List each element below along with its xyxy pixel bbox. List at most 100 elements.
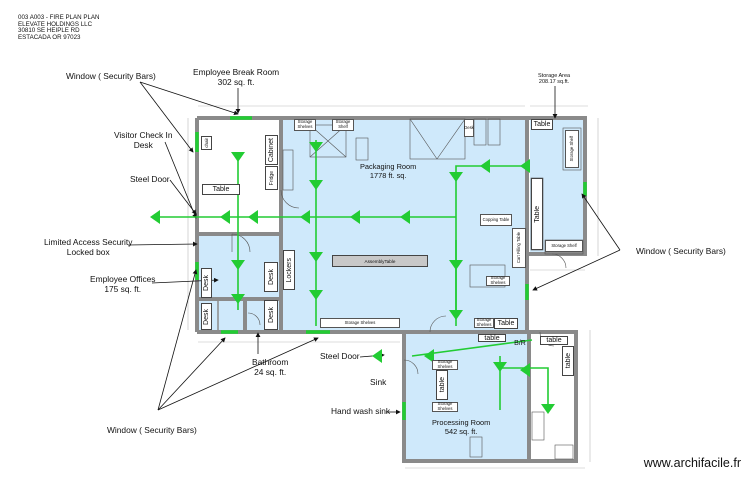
shelves-label: Storage Shelves <box>437 359 453 369</box>
table-processing-vertical: table <box>436 370 448 400</box>
table-right-room-vertical: table <box>562 346 574 376</box>
copping-table: Copping Table <box>480 214 512 226</box>
offices-line-1: Employee Offices <box>90 274 156 284</box>
desk-label: Desk <box>267 269 275 285</box>
break-room-area: 302 sq. ft. <box>217 76 255 87</box>
storage-area-size: 208.17 sq.ft. <box>538 79 570 85</box>
shelves-label: Storage Shelves <box>476 317 492 327</box>
storage-shelf: Storage Shelf <box>545 240 583 252</box>
storage-area-label: Storage Area 208.17 sq.ft. <box>538 73 570 85</box>
watermark: www.archifacile.fr <box>643 456 741 470</box>
shelves-label: Storage Shelves <box>437 401 453 411</box>
table-label: Table <box>497 320 515 327</box>
storage-shelf: Storage Shelf <box>565 130 579 168</box>
cabinet: Cabinet <box>265 135 278 165</box>
copping-label: Copping Table <box>482 216 510 222</box>
employee-offices-label: Employee Offices 175 sq. ft. <box>90 274 156 294</box>
desk-office-2: Desk <box>264 262 278 292</box>
storage-shelves: Storage Shelves <box>320 318 400 328</box>
processing-name: Processing Room <box>432 418 491 427</box>
cart-filling-table: Cart Filling Table <box>512 228 526 268</box>
visitor-line-1: Visitor Check In <box>114 130 173 140</box>
steel-door-left-label: Steel Door <box>130 174 170 184</box>
shelves-label: Storage Shelves <box>297 119 313 129</box>
shelf-label: Storage Shelf <box>335 119 351 129</box>
storage-shelf: Desk <box>464 119 474 137</box>
lockers-label: Lockers <box>285 257 293 283</box>
hand-wash-label: Hand wash sink <box>331 406 391 416</box>
table-packaging: Table <box>494 318 518 329</box>
assembly-label: AssemblyTable <box>364 258 396 264</box>
storage-shelves: Storage Shelves <box>294 119 316 131</box>
title-line: 003 A003 - FIRE PLAN PLAN <box>18 14 100 21</box>
packaging-room-title: Packaging Room 1778 ft. sq. <box>360 162 417 180</box>
dimension-lines <box>187 105 599 469</box>
table-break-room: Table <box>202 184 240 195</box>
table-label: table <box>564 353 572 369</box>
table-storage-top: Table <box>531 119 553 130</box>
table-storage-side: Table <box>531 178 543 250</box>
shelf-label: Storage Shelf <box>568 136 574 162</box>
lockers: Lockers <box>283 250 295 290</box>
chair-label: chair <box>204 138 209 148</box>
desk-office-3: Desk <box>201 303 212 330</box>
table-label: table <box>438 377 446 393</box>
table-label: Table <box>533 121 551 128</box>
storage-shelves: Storage Shelves <box>486 276 510 286</box>
arrow-heads <box>150 142 555 414</box>
window-label-top-left: Window ( Security Bars) <box>66 71 156 81</box>
floor-processing <box>404 334 528 460</box>
desk-small-label: Desk <box>464 124 474 130</box>
shelves-label: Storage Shelves <box>344 319 376 325</box>
break-room-name: Employee Break Room <box>193 67 280 77</box>
desk-label: Desk <box>203 308 210 325</box>
assembly-table: AssemblyTable <box>332 255 428 267</box>
city-line: ESTACADA OR 97023 <box>18 33 81 41</box>
sink-label: Sink <box>370 377 387 387</box>
desk-label: Desk <box>203 275 210 291</box>
storage-shelves: Storage Shelves <box>474 318 494 328</box>
table-right-room: table <box>540 336 568 345</box>
table-label: table <box>546 337 562 344</box>
visitor-desk-label: Visitor Check In Desk <box>114 130 173 150</box>
desk-office-1: Desk <box>201 268 212 298</box>
processing-area: 542 sq. ft. <box>444 426 478 436</box>
table-label: Table <box>533 205 541 223</box>
table-label: Table <box>212 186 230 193</box>
br-label: B/R <box>514 339 526 347</box>
floor-fills <box>199 119 584 460</box>
table-label: table <box>484 334 500 342</box>
packaging-area: 1778 ft. sq. <box>369 170 407 180</box>
desk-label: Desk <box>267 307 275 323</box>
steel-door-mid-label: Steel Door <box>320 351 360 361</box>
owner-line: ELEVATE HOLDINGS LLC <box>18 20 93 28</box>
table-processing: table <box>478 334 506 342</box>
break-room-label: Employee Break Room 302 sq. ft. <box>193 67 280 87</box>
cart-label: Cart Filling Table <box>515 232 521 264</box>
limited-access-label: Limited Access Security Locked box <box>44 237 132 257</box>
visitor-line-2: Desk <box>133 139 153 150</box>
packaging-name: Packaging Room <box>360 162 417 171</box>
shelves-label: Storage Shelves <box>490 275 506 285</box>
offices-line-2: 175 sq. ft. <box>104 283 142 294</box>
title-block: 003 A003 - FIRE PLAN PLAN ELEVATE HOLDIN… <box>18 14 100 41</box>
storage-shelf: Storage Shelf <box>332 119 354 131</box>
bathroom-name: Bathroom <box>252 357 289 367</box>
cabinet-label: Cabinet <box>268 137 275 163</box>
fridge: Fridge <box>265 166 278 190</box>
chair: chair <box>201 136 212 150</box>
shelf-label: Storage Shelf <box>551 242 577 248</box>
limited-line-2: Locked box <box>66 246 110 257</box>
bathroom-right: B/R <box>512 338 528 348</box>
leader-lines <box>127 81 621 415</box>
desk-office-4: Desk <box>264 300 278 330</box>
window-label-right: Window ( Security Bars) <box>636 246 726 256</box>
processing-room-title: Processing Room 542 sq. ft. <box>432 418 491 436</box>
bathroom-label: Bathroom 24 sq. ft. <box>252 357 289 377</box>
address-line: 30810 SE HEIPLE RD <box>18 27 80 35</box>
storage-shelves: Storage Shelves <box>432 402 458 412</box>
storage-area-name: Storage Area <box>538 73 571 79</box>
storage-shelves: Storage Shelves <box>432 360 458 370</box>
fridge-label: Fridge <box>268 170 275 186</box>
